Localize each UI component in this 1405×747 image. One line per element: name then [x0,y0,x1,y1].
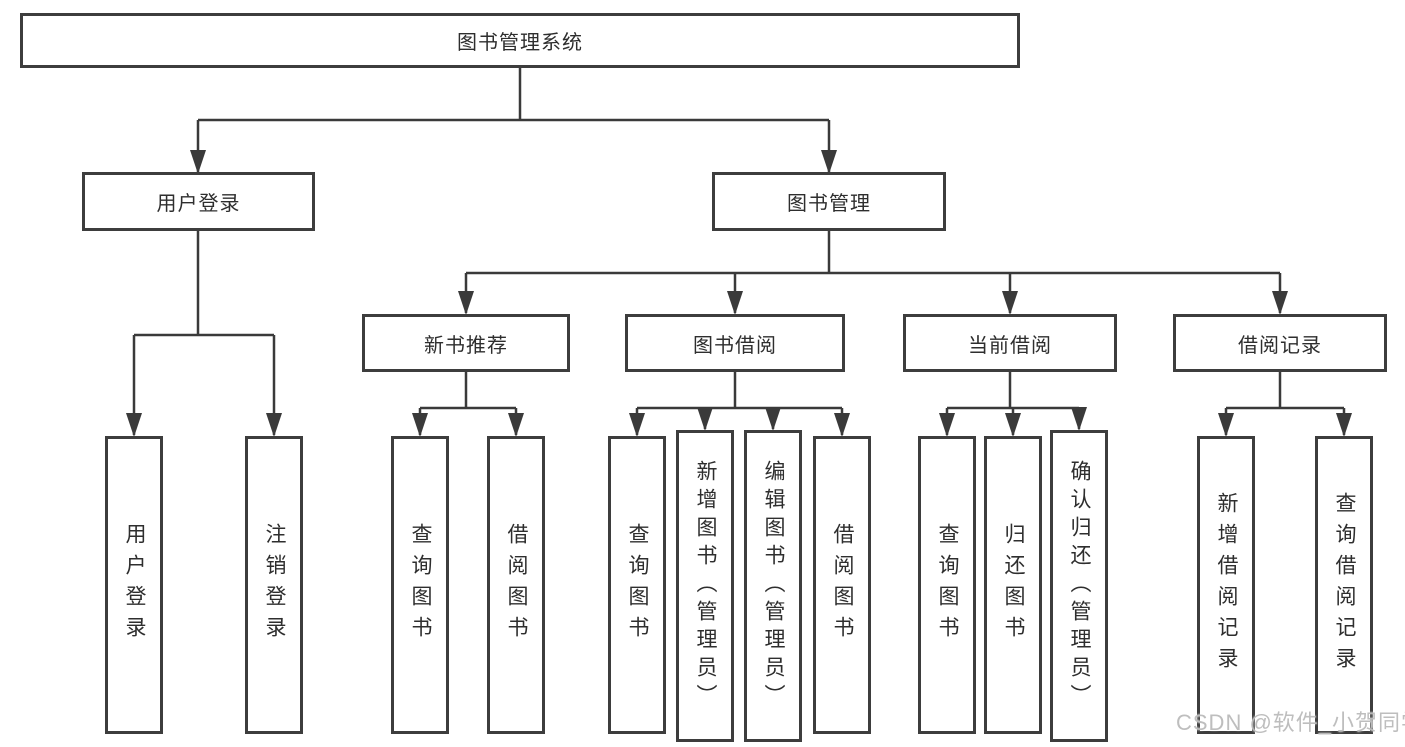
csdn-watermark: CSDN @软件_小贺同学 [1176,710,1405,735]
leaf-logout: 注销登录 [245,436,303,734]
leaf-current-confirm-return-admin: 确认归还（管理员） [1050,430,1108,742]
leaf-recommend-query-books: 查询图书 [391,436,449,734]
leaf-records-query-borrow-record: 查询借阅记录 [1315,436,1373,734]
leaf-current-return-books: 归还图书 [984,436,1042,734]
leaf-borrowing-add-books-admin: 新增图书（管理员） [676,430,734,742]
leaf-recommend-borrow-books: 借阅图书 [487,436,545,734]
node-current-borrowing: 当前借阅 [903,314,1117,372]
connector-book-borrowing-to-leaves [635,372,844,435]
leaf-user-login: 用户登录 [105,436,163,734]
connector-root-to-level2 [196,68,831,172]
node-root-book-management-system: 图书管理系统 [20,13,1020,68]
leaf-borrowing-borrow-books: 借阅图书 [813,436,871,734]
node-book-management: 图书管理 [712,172,946,231]
connector-user-login-to-leaves [132,231,276,435]
leaf-borrowing-edit-books-admin: 编辑图书（管理员） [744,430,802,742]
leaf-current-query-books: 查询图书 [918,436,976,734]
node-new-book-recommendation: 新书推荐 [362,314,570,372]
node-user-login: 用户登录 [82,172,315,231]
connector-book-management-to-level3 [464,231,1282,313]
leaf-records-add-borrow-record: 新增借阅记录 [1197,436,1255,734]
connector-new-book-recommendation-to-leaves [418,372,518,435]
node-book-borrowing: 图书借阅 [625,314,845,372]
connector-borrowing-records-to-leaves [1224,372,1346,435]
node-borrowing-records: 借阅记录 [1173,314,1387,372]
leaf-borrowing-query-books: 查询图书 [608,436,666,734]
arrowheads [126,150,1352,437]
